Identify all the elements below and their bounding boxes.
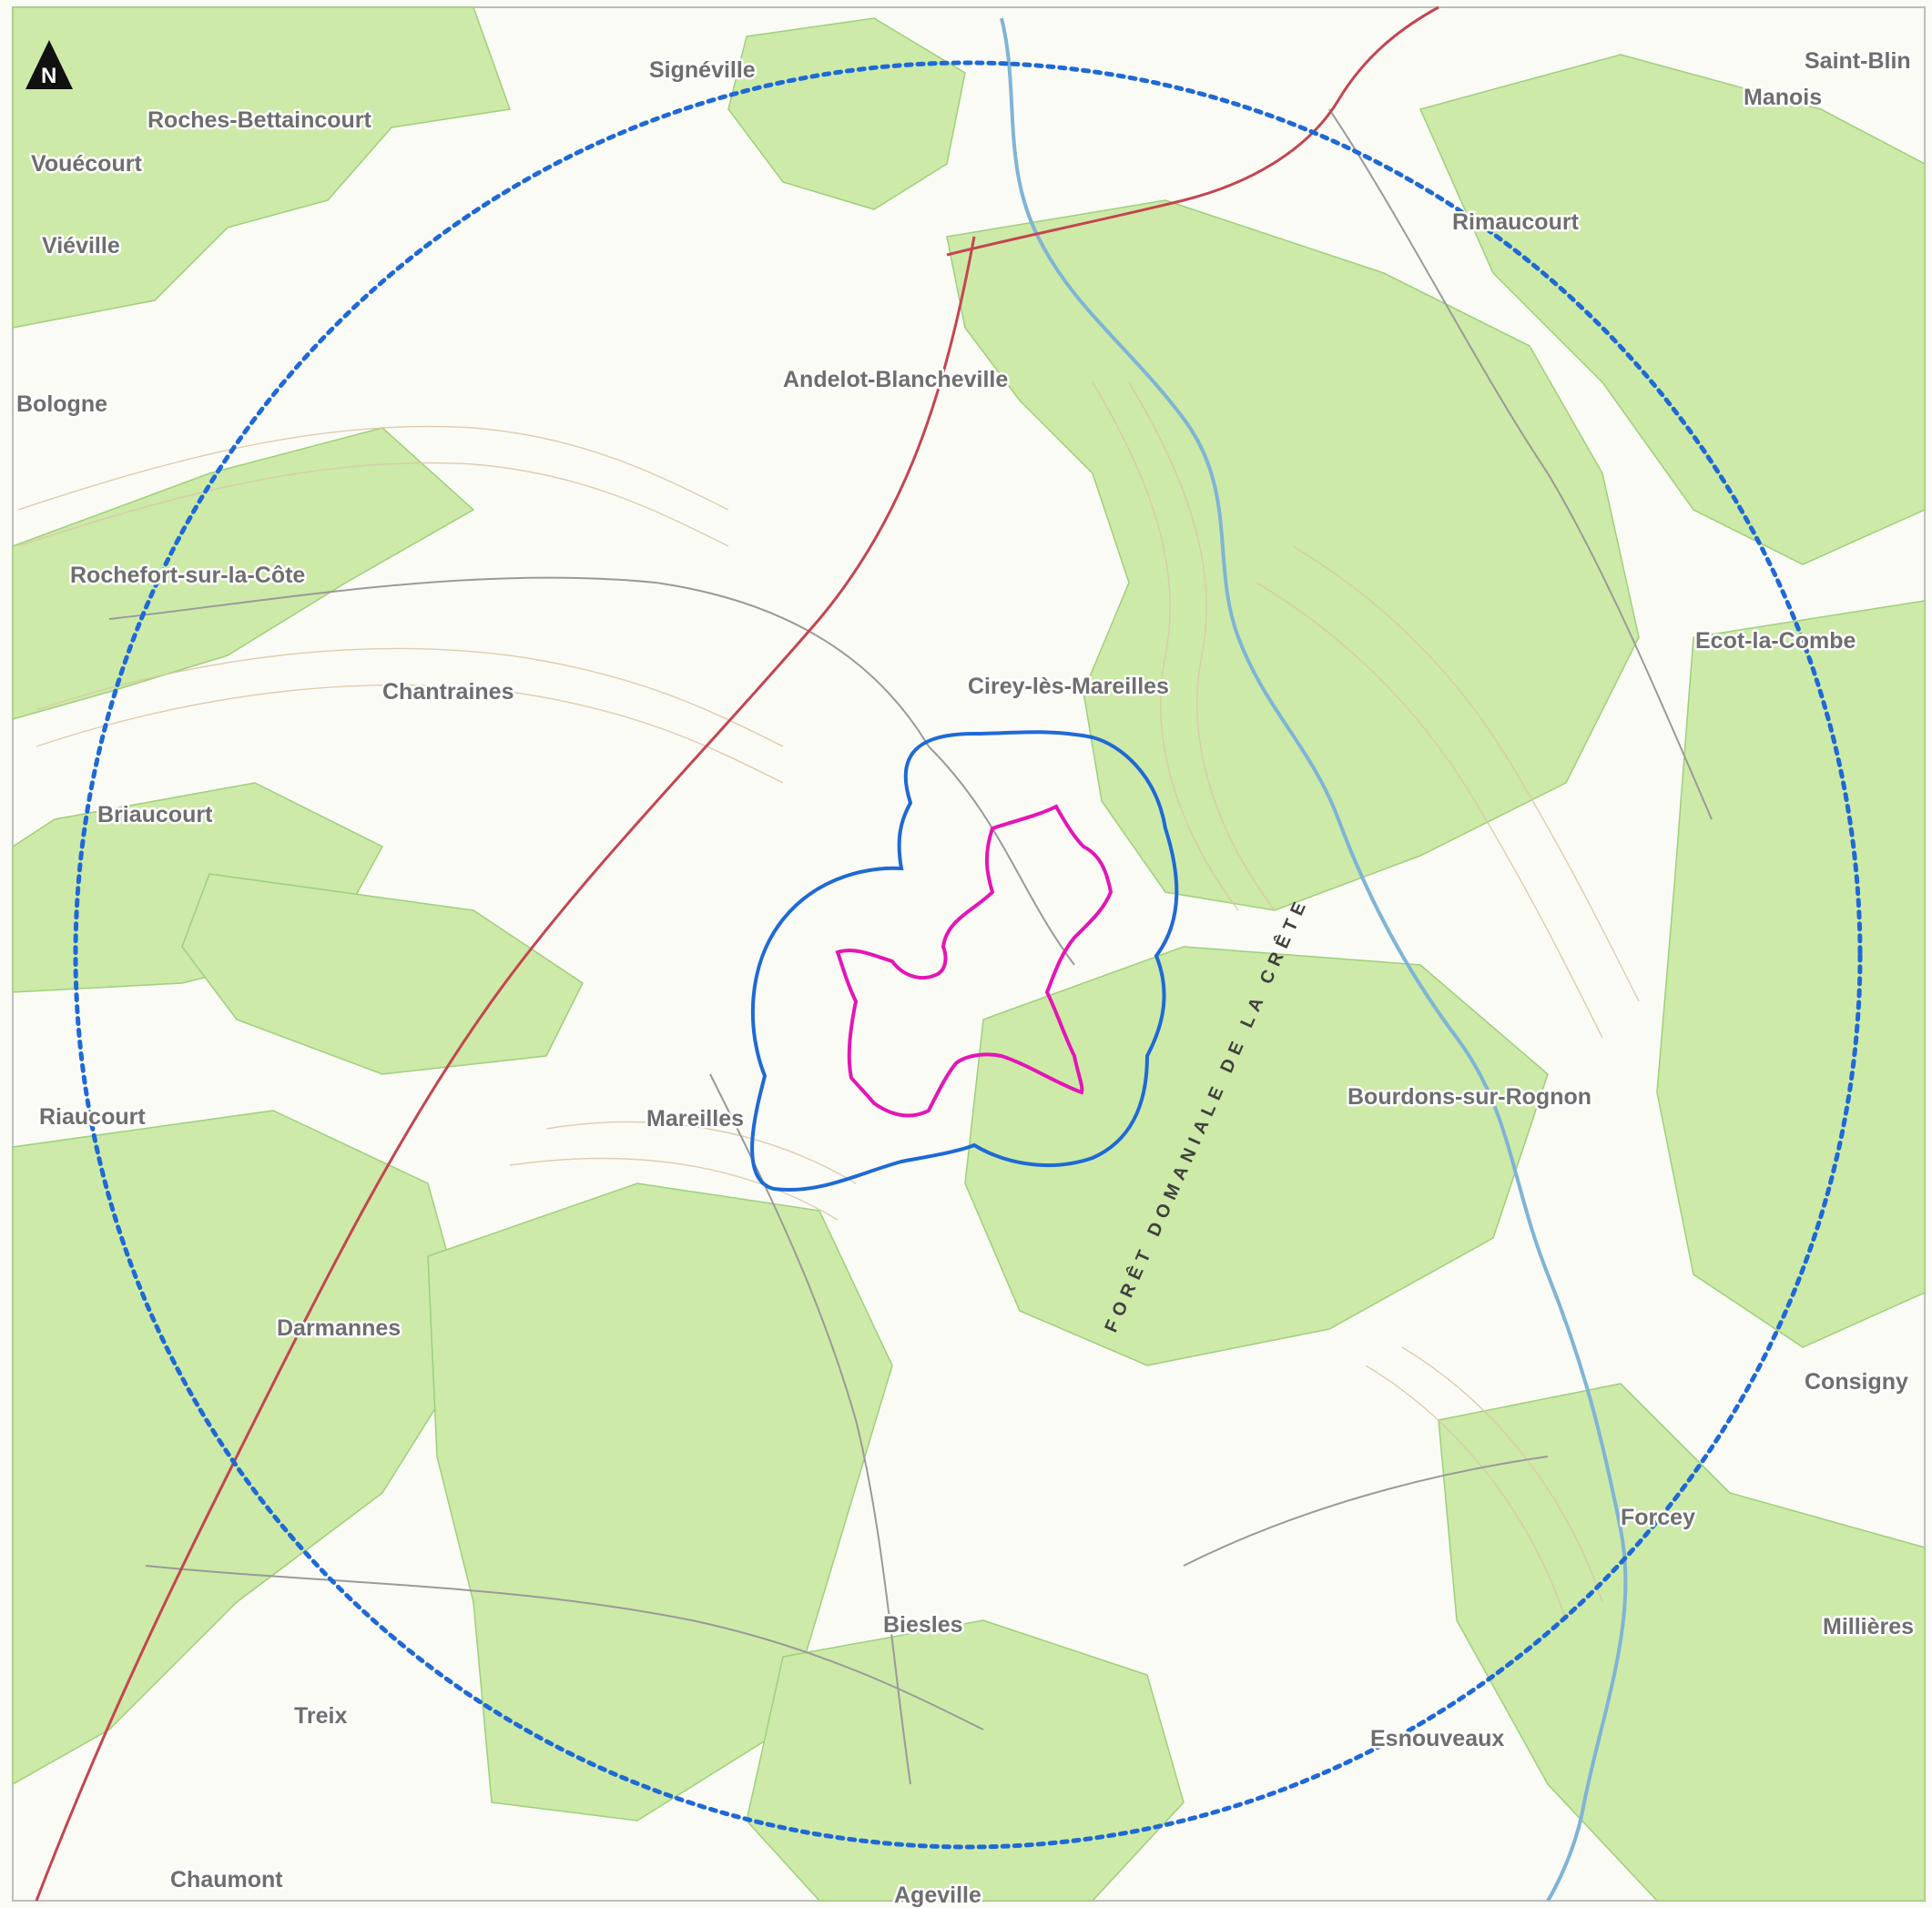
close-buffer-outline (750, 730, 1179, 1192)
commune-label-bologne: Bologne (16, 391, 107, 417)
contour-line (36, 684, 784, 784)
commune-label-ageville: Ageville (894, 1883, 981, 1908)
contour-line (36, 647, 784, 747)
commune-label-chantraines: Chantraines (382, 679, 514, 705)
commune-label-ecot-la-combe: Ecot-la-Combe (1695, 628, 1856, 654)
commune-label-mareilles: Mareilles (646, 1106, 744, 1132)
commune-labels: Signéville Saint-Blin Manois Roches-Bett… (15, 46, 1917, 1908)
commune-label-darmannes: Darmannes (277, 1315, 401, 1341)
contour-line (1365, 1365, 1567, 1621)
commune-label-forcey: Forcey (1621, 1505, 1695, 1530)
forest-domaniale (964, 946, 1549, 1366)
main-road-andelot-rimaucourt (946, 5, 1439, 257)
contour-line (17, 425, 729, 511)
minor-roads (108, 108, 1713, 1785)
commune-label-rochefort-sur-la-cote: Rochefort-sur-la-Côte (70, 563, 305, 588)
river-rognon (1000, 17, 1628, 1903)
commune-label-saint-blin: Saint-Blin (1805, 48, 1911, 74)
minor-road (145, 1565, 984, 1730)
commune-label-roches-bettaincourt: Roches-Bettaincourt (147, 107, 372, 133)
commune-label-rimaucourt: Rimaucourt (1452, 209, 1580, 235)
forest-west-ridge (12, 427, 475, 720)
contour-line (1256, 582, 1603, 1039)
study-area-outline (835, 804, 1113, 1118)
minor-road (928, 746, 1075, 966)
forest-centre-strip (181, 873, 584, 1075)
north-arrow-icon (25, 40, 73, 89)
commune-label-biesles: Biesles (883, 1612, 963, 1638)
commune-label-vouecourt: Vouécourt (31, 151, 142, 177)
forest-south-west (12, 1110, 474, 1786)
contour-line (17, 462, 729, 547)
contour-line (1292, 545, 1640, 1002)
commune-label-treix: Treix (294, 1703, 347, 1729)
minor-road (1183, 1456, 1549, 1567)
forest-south (746, 1619, 1185, 1902)
forest-south-east (1438, 1383, 1926, 1902)
main-roads (35, 5, 1439, 1902)
commune-label-bourdons-sur-rognon: Bourdons-sur-Rognon (1347, 1084, 1591, 1110)
commune-label-vieville: Viéville (42, 233, 120, 259)
forest-north-west (12, 6, 512, 329)
main-road-d674 (35, 236, 976, 1902)
contour-line (1128, 381, 1276, 911)
contour-line (1092, 381, 1239, 911)
minor-road (1328, 108, 1713, 820)
north-arrow: N (25, 40, 73, 89)
commune-label-chaumont: Chaumont (170, 1867, 283, 1893)
forest-north-east (1418, 54, 1926, 565)
contour-lines (17, 381, 1640, 1621)
forest-areas (12, 6, 1926, 1902)
forest-east (1656, 600, 1926, 1348)
distant-radius-circle (73, 60, 1863, 1850)
commune-label-andelot-blancheville: Andelot-Blancheville (783, 367, 1008, 392)
commune-label-manois: Manois (1744, 85, 1822, 110)
commune-label-signeville: Signéville (649, 57, 756, 83)
commune-label-esnouveaux: Esnouveaux (1370, 1726, 1504, 1751)
contour-line (509, 1157, 839, 1221)
contour-line (1401, 1346, 1603, 1603)
commune-label-cirey-les-mareilles: Cirey-lès-Mareilles (968, 674, 1169, 699)
commune-label-briaucourt: Briaucourt (97, 802, 213, 827)
commune-label-consigny: Consigny (1805, 1369, 1908, 1395)
minor-road (709, 1073, 911, 1785)
commune-label-millieres: Millières (1823, 1614, 1914, 1639)
minor-road (108, 576, 930, 747)
contour-line (545, 1121, 857, 1184)
north-arrow-label: N (41, 64, 56, 88)
commune-label-riaucourt: Riaucourt (39, 1104, 146, 1130)
